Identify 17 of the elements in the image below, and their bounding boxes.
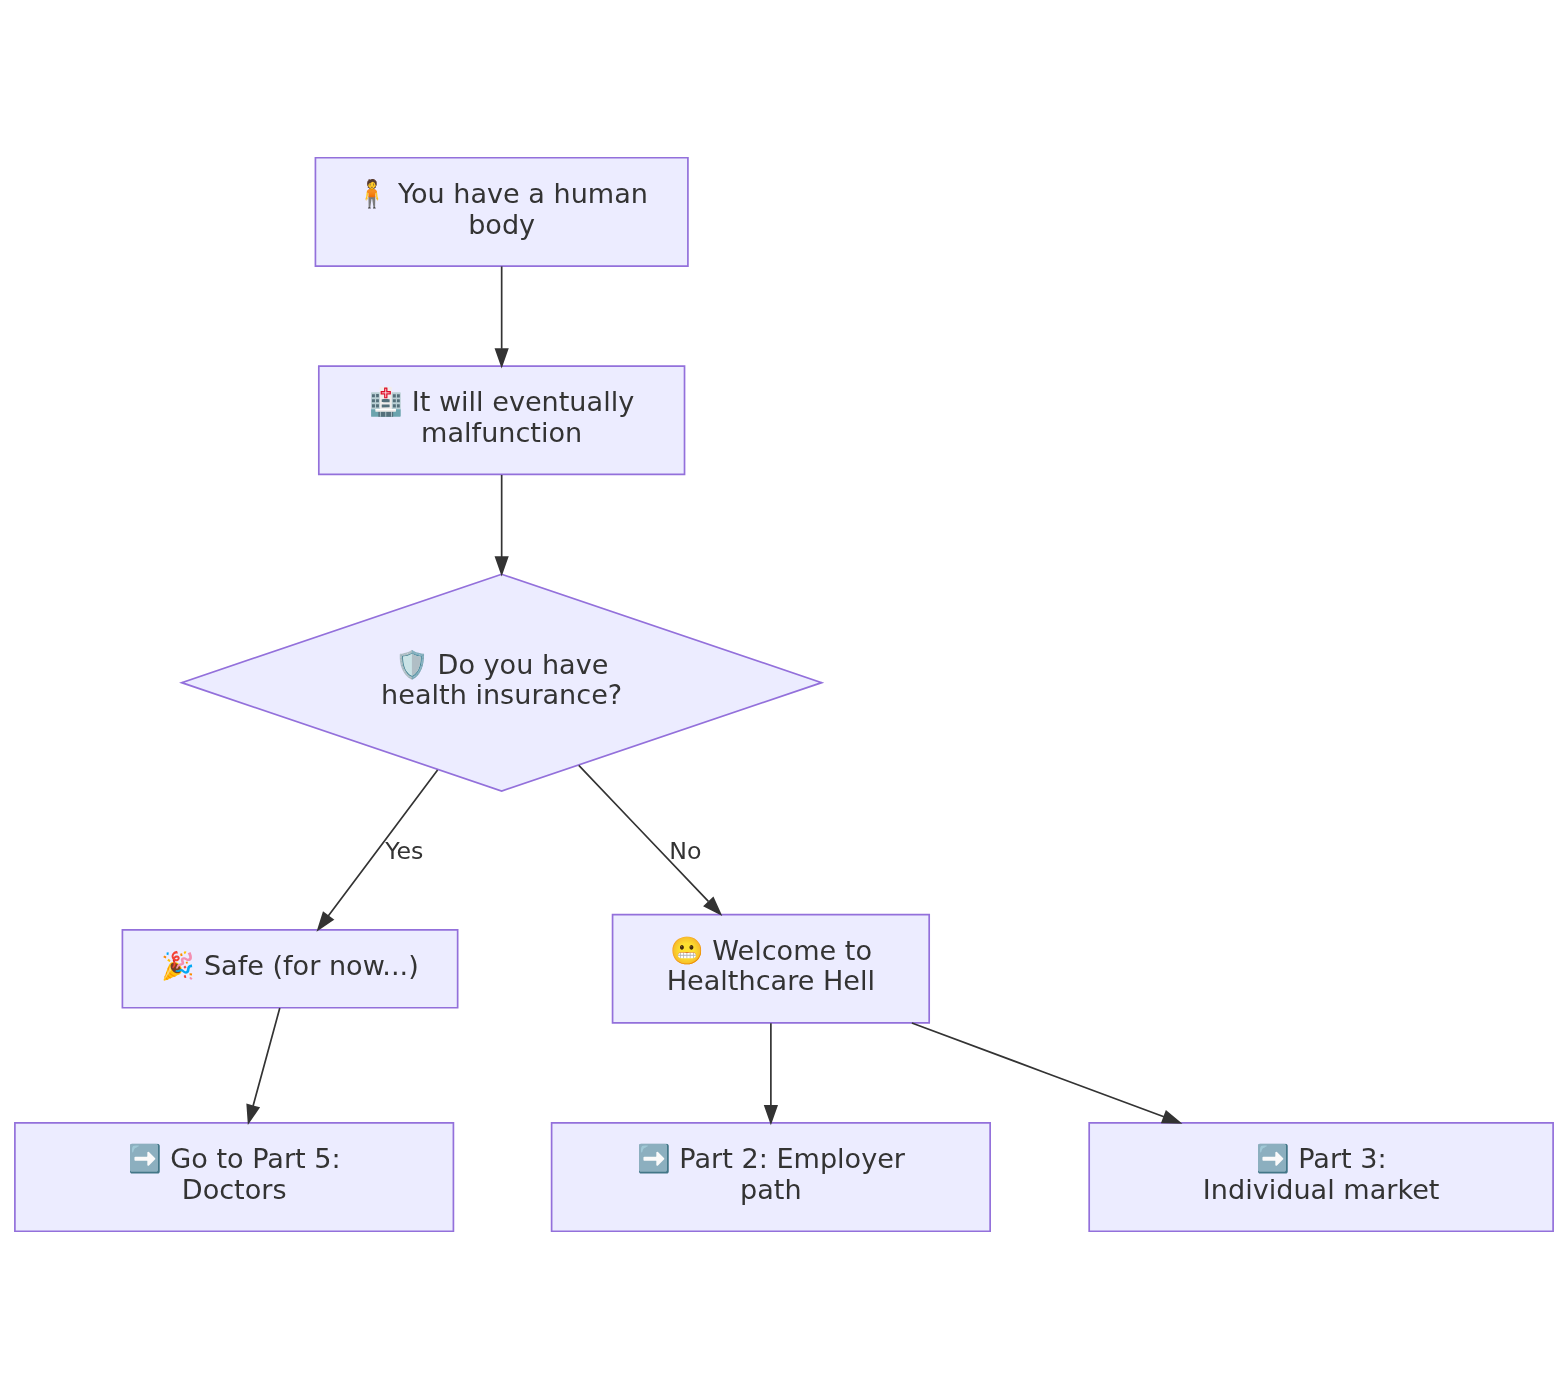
edge-label: Yes [385, 836, 424, 865]
node-box: 🧍 You have a human body [314, 156, 689, 267]
arrow [577, 764, 723, 916]
node-box: ➡ Part 3: Individual market [1088, 1121, 1554, 1232]
node-diamond: 🛡 Do you have health insurance? [179, 572, 825, 792]
node-box: 😬 Welcome to Healthcare Hell [611, 913, 931, 1024]
arrow [316, 768, 439, 932]
edge-label: No [669, 836, 702, 865]
node-box: ➡ Part 2: Employer path [550, 1121, 991, 1232]
node-box: 🎉 Safe (for now...) [121, 928, 459, 1009]
node-box: 🏥 It will eventually malfunction [317, 364, 686, 475]
arrow [494, 265, 509, 368]
arrow [911, 1021, 1183, 1124]
arrow [494, 473, 509, 576]
node-box: ➡ Go to Part 5: Doctors [14, 1121, 455, 1232]
arrow [763, 1021, 778, 1125]
arrow [246, 1006, 281, 1125]
